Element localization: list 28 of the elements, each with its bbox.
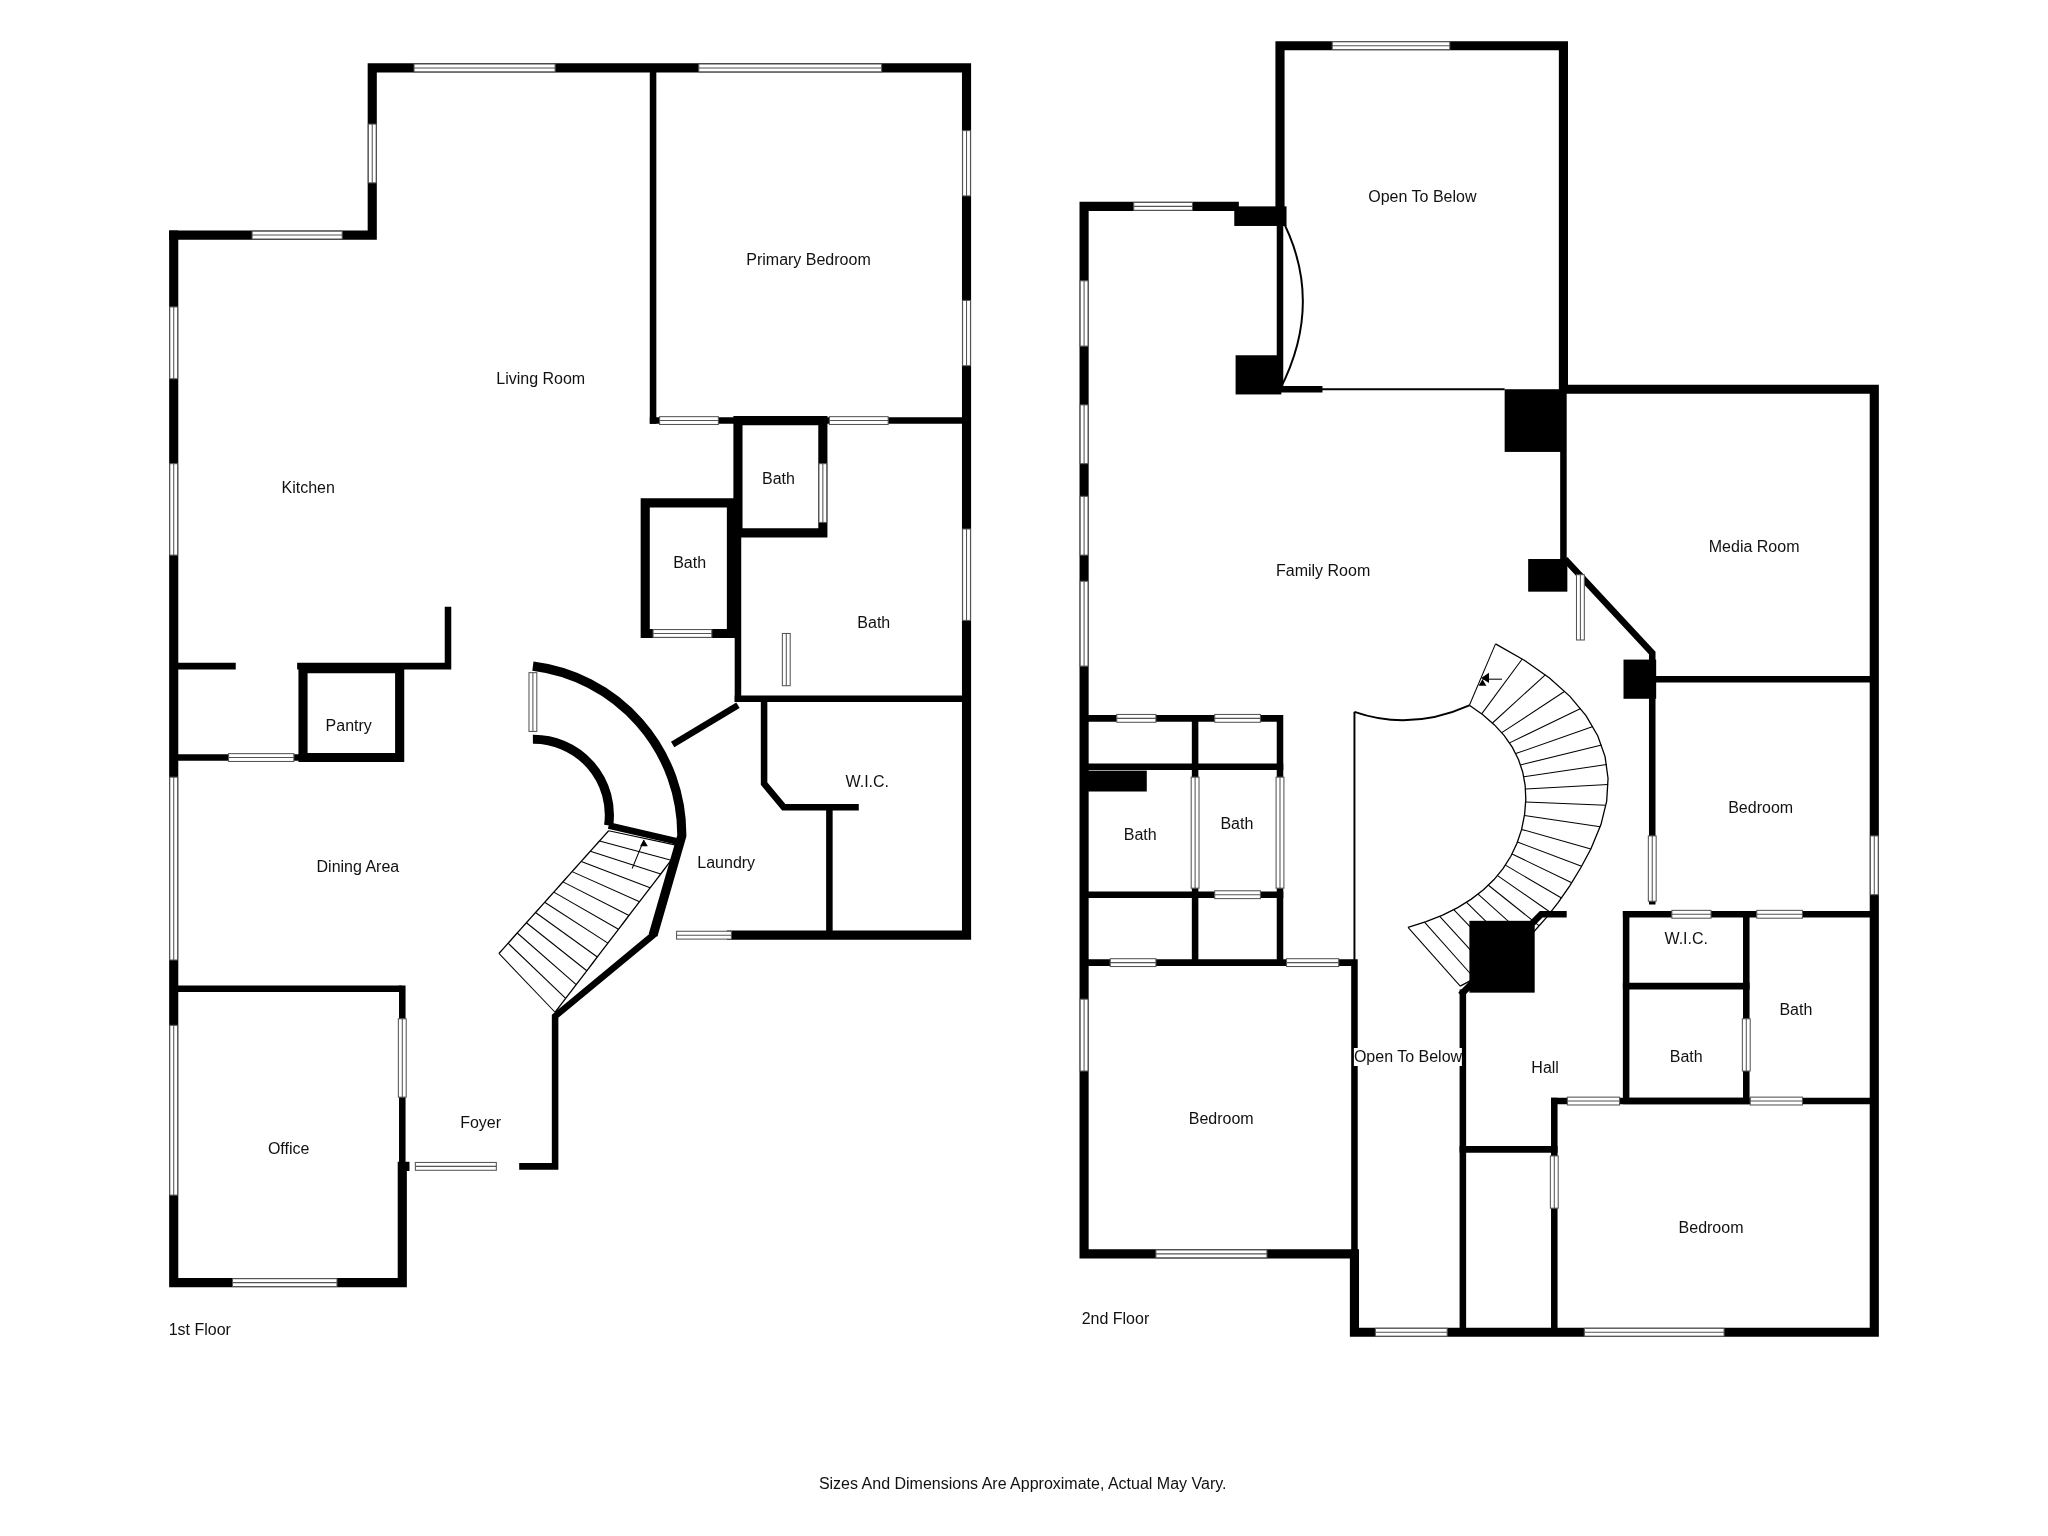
room-label: Foyer — [460, 1114, 502, 1133]
room-label: Bedroom — [1728, 799, 1794, 818]
room-label: Bath — [762, 470, 795, 489]
room-label: Bath — [857, 614, 891, 632]
caption: Sizes And Dimensions Are Approximate, Actual May Vary. — [818, 1474, 1227, 1493]
room-label: W.I.C. — [845, 773, 890, 792]
room-label: Bedroom — [1188, 1110, 1254, 1129]
room-label: Pantry — [325, 717, 372, 736]
room-label: Kitchen — [281, 479, 335, 498]
room-label: Bath — [1779, 1000, 1813, 1019]
room-label: Laundry — [697, 854, 756, 873]
room-label: Hall — [1531, 1059, 1559, 1078]
room-label: Bath — [1123, 825, 1157, 844]
room-label: Open To Below — [1353, 1047, 1463, 1066]
floor-label: 2nd Floor — [1081, 1310, 1150, 1329]
room-label: Dining Area — [316, 858, 400, 877]
room-label: Bath — [1669, 1047, 1703, 1066]
room-label: Primary Bedroom — [746, 250, 871, 269]
room-label: Office — [267, 1140, 310, 1159]
room-label: Media Room — [1708, 538, 1800, 557]
room-label: Open To Below — [1368, 188, 1477, 207]
room-label: Bath — [1220, 815, 1254, 834]
room-label: Bedroom — [1678, 1218, 1744, 1237]
room-label: Family Room — [1276, 561, 1371, 580]
room-label: Living Room — [496, 369, 586, 388]
room-label: Bath — [673, 553, 707, 572]
room-label: W.I.C. — [1664, 930, 1708, 949]
floor-label: 1st Floor — [168, 1320, 231, 1339]
